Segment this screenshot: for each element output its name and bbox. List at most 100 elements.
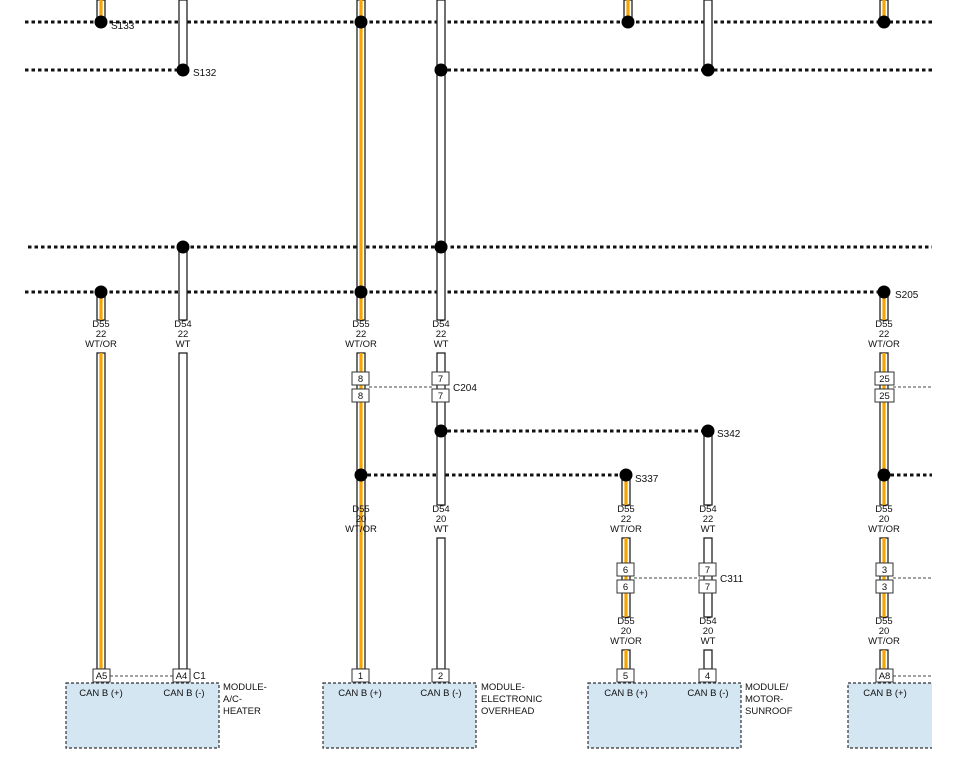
- wire-segment: [178, 0, 188, 71]
- wire-tracer: [99, 353, 103, 669]
- pin-7b-box: [431, 388, 450, 403]
- pin-label: 5: [623, 671, 628, 682]
- wire-tracer: [882, 650, 886, 669]
- wire-tracer: [359, 0, 363, 320]
- pin-label: 4: [705, 671, 710, 682]
- splice-dot[interactable]: [701, 63, 715, 77]
- splice-label-s342: S342: [717, 429, 741, 440]
- module-overhead-can-minus: CAN B (-): [420, 688, 461, 699]
- splice-dot[interactable]: [354, 468, 368, 482]
- module-right-box[interactable]: [847, 682, 938, 749]
- wire-segment: [703, 649, 713, 670]
- module-sunroof-box[interactable]: [587, 682, 742, 749]
- pin-label: 7: [705, 565, 710, 576]
- splice-dot[interactable]: [877, 468, 891, 482]
- wire-segment: [436, 537, 446, 670]
- pin-4-box: [698, 668, 717, 683]
- pin-a5-box: [92, 668, 111, 683]
- wire-segment: [703, 430, 713, 506]
- pin-label: A5: [96, 671, 108, 682]
- module-sunroof-name: MODULE/MOTOR-SUNROOF: [745, 682, 793, 717]
- pin-label: 7: [705, 582, 710, 593]
- module-ac-heater-box[interactable]: [65, 682, 220, 749]
- module-boxes: [65, 682, 938, 749]
- splice-dots: [94, 15, 891, 482]
- pin-7a-box: [431, 371, 450, 386]
- connector-label-c204: C204: [453, 383, 477, 394]
- pin-label: 6: [623, 565, 628, 576]
- pin-7d-box: [698, 579, 717, 594]
- pin-3b-box: [875, 579, 894, 594]
- module-overhead-can-plus: CAN B (+): [338, 688, 382, 699]
- module-right-can-plus: CAN B (+): [863, 688, 907, 699]
- pin-labels: 8 8 7 7 6 6 7 7 25 25 3 3 A5 A4 1 2 5 4 …: [96, 374, 891, 682]
- wire-tracer: [624, 475, 628, 505]
- pin-label: 3: [882, 582, 887, 593]
- pin-label: A4: [176, 671, 188, 682]
- splice-label-s132: S132: [193, 68, 217, 79]
- splice-dot[interactable]: [877, 285, 891, 299]
- splice-dot[interactable]: [94, 285, 108, 299]
- pin-label: 8: [358, 391, 363, 402]
- pin-25a-box: [874, 371, 895, 386]
- pin-3a-box: [875, 562, 894, 577]
- pin-label: 25: [879, 391, 890, 402]
- splice-dot[interactable]: [354, 285, 368, 299]
- pin-25b-box: [874, 388, 895, 403]
- pin-2-box: [431, 668, 450, 683]
- splice-dot[interactable]: [434, 424, 448, 438]
- module-ac-heater-name: MODULE-A/C-HEATER: [223, 682, 267, 717]
- wire-tracer: [882, 0, 886, 22]
- pin-label: 8: [358, 374, 363, 385]
- splice-dot[interactable]: [354, 15, 368, 29]
- splice-dot[interactable]: [434, 240, 448, 254]
- wire-tracer: [626, 0, 630, 22]
- module-sunroof-can-plus: CAN B (+): [604, 688, 648, 699]
- pin-a4-box: [172, 668, 191, 683]
- pin-label: 2: [438, 671, 443, 682]
- pin-label: 25: [879, 374, 890, 385]
- pin-8b-box: [351, 388, 370, 403]
- splice-dot[interactable]: [176, 63, 190, 77]
- splice-label-s205: S205: [895, 290, 919, 301]
- wire-tracer: [99, 0, 103, 22]
- pin-1-box: [351, 668, 370, 683]
- splice-dot[interactable]: [94, 15, 108, 29]
- connector-dash-lines: [110, 386, 932, 677]
- pin-label: A8: [879, 671, 891, 682]
- splice-dot[interactable]: [619, 468, 633, 482]
- wire-tracer: [359, 353, 363, 669]
- splice-label-s133: S133: [111, 21, 135, 32]
- module-ac-heater-can-plus: CAN B (+): [79, 688, 123, 699]
- pin-7c-box: [698, 562, 717, 577]
- connector-label-c311: C311: [720, 574, 744, 585]
- wire-segment: [703, 0, 713, 71]
- splice-dot[interactable]: [434, 63, 448, 77]
- module-ac-heater-can-minus: CAN B (-): [163, 688, 204, 699]
- pin-6b-box: [616, 579, 635, 594]
- splice-dot[interactable]: [621, 15, 635, 29]
- pin-8a-box: [351, 371, 370, 386]
- pin-label: 3: [882, 565, 887, 576]
- splice-dot[interactable]: [701, 424, 715, 438]
- splice-dot[interactable]: [176, 240, 190, 254]
- bus-lines: [25, 20, 932, 477]
- splice-label-s337: S337: [635, 474, 659, 485]
- pin-label: 1: [358, 671, 363, 682]
- module-overhead-box[interactable]: [322, 682, 477, 749]
- wire-tracer: [882, 353, 886, 505]
- splice-dot[interactable]: [877, 15, 891, 29]
